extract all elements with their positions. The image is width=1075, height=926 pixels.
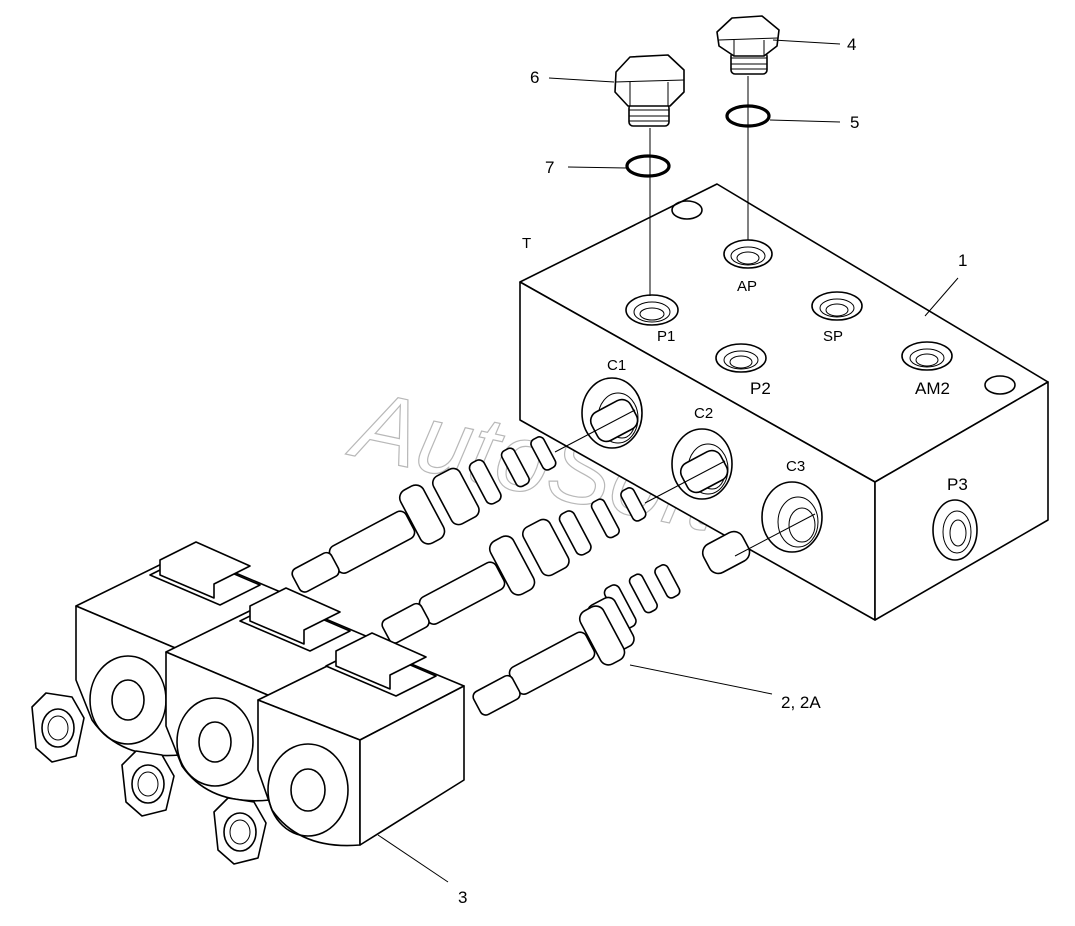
leader-line — [769, 119, 841, 123]
assembly-axis-line — [554, 409, 636, 453]
hex-nut — [213, 797, 267, 865]
callout-7: 7 — [545, 158, 554, 177]
port-label-p1: P1 — [657, 328, 675, 345]
leader-line — [629, 664, 773, 695]
hex-nut — [121, 750, 175, 817]
mounting-hole — [984, 375, 1016, 395]
plug-part-4 — [716, 15, 780, 75]
port-label-sp: SP — [823, 328, 843, 345]
callout-3: 3 — [458, 888, 467, 907]
callout-2-2a: 2, 2A — [781, 693, 821, 712]
mounting-hole — [671, 200, 703, 220]
port-am2-hole — [901, 341, 953, 371]
o-ring-part-5 — [725, 104, 771, 128]
hex-nut — [31, 692, 85, 763]
leader-line — [772, 39, 841, 45]
leader-line — [567, 166, 627, 169]
leader-line — [377, 834, 449, 883]
cartridge-valve-part-2 — [472, 530, 751, 716]
port-label-p2: P2 — [750, 379, 771, 398]
port-label-c2: C2 — [694, 405, 713, 422]
leader-line — [924, 277, 959, 317]
assembly-axis-line — [644, 460, 726, 504]
callout-5: 5 — [850, 113, 859, 132]
port-p1-hole — [625, 294, 679, 326]
solenoid-coil-part-3 — [257, 632, 465, 847]
callout-6: 6 — [530, 68, 539, 87]
port-label-ap: AP — [737, 278, 757, 295]
port-label-c3: C3 — [786, 458, 805, 475]
assembly-axis-line — [734, 513, 816, 557]
port-label-t: T — [522, 235, 531, 252]
leader-line — [548, 77, 615, 83]
port-c3-bore — [761, 481, 823, 553]
callout-4: 4 — [847, 35, 856, 54]
valve-manifold-block — [519, 183, 1049, 621]
port-label-p3: P3 — [947, 475, 968, 494]
port-label-am2: AM2 — [915, 379, 950, 398]
port-sp-hole — [811, 291, 863, 321]
callout-1: 1 — [958, 251, 967, 270]
o-ring-part-7 — [625, 154, 671, 178]
port-label-c1: C1 — [607, 357, 626, 374]
port-p3-bore — [932, 499, 978, 561]
cartridge-valve — [291, 398, 639, 593]
port-p2-hole — [715, 343, 767, 373]
plug-part-6 — [614, 54, 685, 127]
